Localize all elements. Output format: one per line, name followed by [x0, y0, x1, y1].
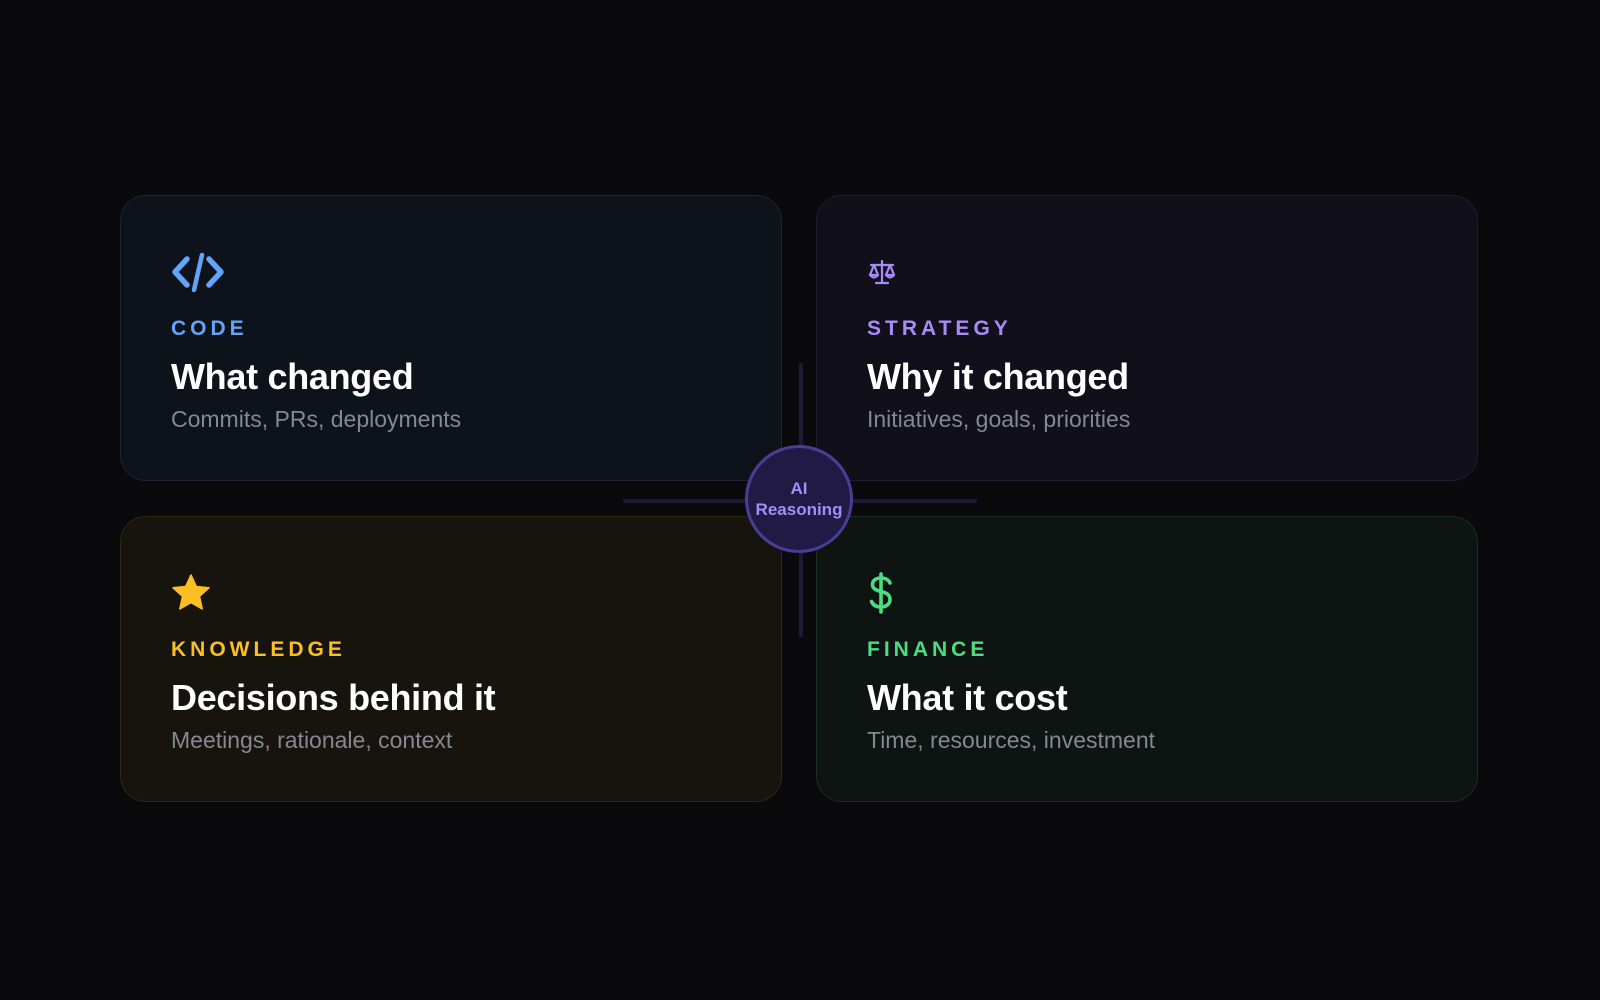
finance-eyebrow: FINANCE	[867, 638, 989, 661]
code-icon	[171, 250, 225, 294]
finance-subtitle: Time, resources, investment	[867, 727, 1156, 753]
star-icon	[171, 571, 211, 615]
strategy-title: Why it changed	[867, 356, 1129, 397]
knowledge-card: KNOWLEDGE Decisions behind it Meetings, …	[120, 516, 782, 802]
knowledge-title: Decisions behind it	[171, 677, 496, 718]
ai-reasoning-hub: AI Reasoning	[745, 445, 853, 553]
code-subtitle: Commits, PRs, deployments	[171, 406, 462, 432]
strategy-subtitle: Initiatives, goals, priorities	[867, 406, 1131, 432]
knowledge-eyebrow: KNOWLEDGE	[171, 638, 346, 661]
code-card: CODE What changed Commits, PRs, deployme…	[120, 195, 782, 481]
scales-icon	[867, 250, 897, 294]
finance-title: What it cost	[867, 677, 1068, 718]
strategy-card: STRATEGY Why it changed Initiatives, goa…	[816, 195, 1478, 481]
code-title: What changed	[171, 356, 414, 397]
finance-card: FINANCE What it cost Time, resources, in…	[816, 516, 1478, 802]
hub-line-2: Reasoning	[755, 500, 843, 519]
strategy-eyebrow: STRATEGY	[867, 317, 1012, 340]
code-eyebrow: CODE	[171, 317, 248, 340]
knowledge-subtitle: Meetings, rationale, context	[171, 727, 453, 753]
dollar-icon	[867, 571, 895, 615]
hub-line-1: AI	[790, 479, 808, 498]
